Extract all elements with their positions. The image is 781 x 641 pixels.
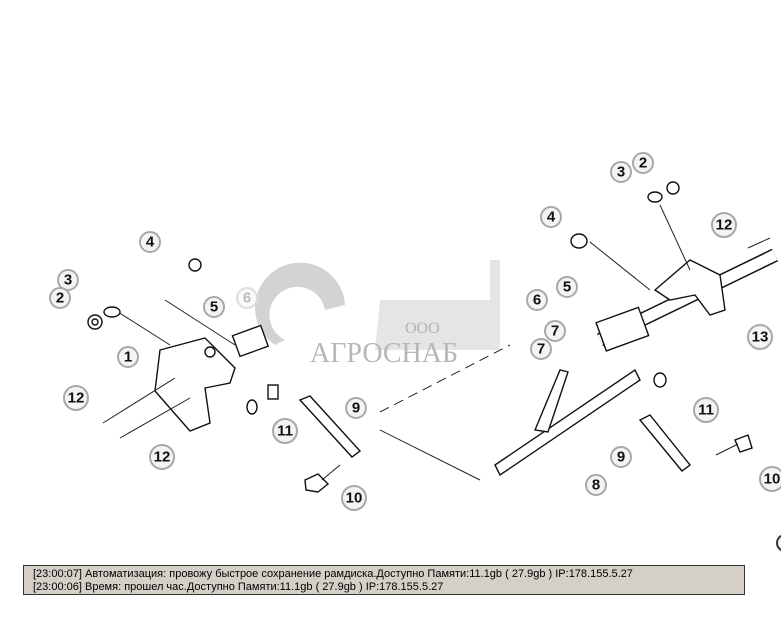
callout-11-right: 11 [693,397,719,423]
left-bracket-assembly [87,258,511,493]
callout-5-right: 5 [556,276,578,298]
partial-callout-edge [776,534,781,552]
callout-9-left: 9 [345,397,367,419]
svg-text:1: 1 [124,349,132,366]
svg-text:13: 13 [752,329,769,346]
svg-text:8: 8 [592,477,600,494]
callout-12-left-b: 12 [149,444,175,470]
svg-text:12: 12 [154,449,171,466]
svg-text:10: 10 [764,471,781,488]
callout-1-left: 1 [117,346,139,368]
svg-text:11: 11 [277,423,293,440]
svg-text:12: 12 [68,390,85,407]
svg-text:2: 2 [639,155,647,172]
callout-6-left: 6 [236,287,258,309]
watermark-brand: АГРОСНАБ [310,338,458,369]
callout-12-right: 12 [711,212,737,238]
callout-4-left: 4 [139,231,161,253]
svg-text:9: 9 [617,449,625,466]
svg-text:12: 12 [716,217,733,234]
callout-7-right-a: 7 [544,320,566,342]
right-frame-assembly [494,181,779,477]
svg-text:10: 10 [346,490,363,507]
svg-text:3: 3 [617,164,625,181]
callout-10-right: 10 [759,466,781,492]
bracket-13 [653,259,726,316]
svg-text:9: 9 [352,400,360,417]
callout-13-right: 13 [747,324,773,350]
callout-6-right: 6 [526,289,548,311]
svg-text:4: 4 [547,209,556,226]
watermark-ooo: ООО [405,320,440,337]
callout-2-right: 2 [632,152,654,174]
svg-text:6: 6 [533,292,541,309]
log-line: [23:00:06] Время: прошел час.Доступно Па… [33,581,444,593]
callout-4-right: 4 [540,206,562,228]
log-line: [23:00:07] Автоматизация: провожу быстро… [33,568,633,580]
svg-text:4: 4 [146,234,155,251]
callout-9-right: 9 [610,446,632,468]
svg-text:11: 11 [698,402,714,419]
svg-text:7: 7 [551,323,559,340]
svg-text:3: 3 [64,272,72,289]
svg-text:2: 2 [56,290,64,307]
status-log: [23:00:07] Автоматизация: провожу быстро… [23,565,745,595]
callout-3-right: 3 [610,161,632,183]
svg-text:5: 5 [210,299,218,316]
callout-10-left: 10 [341,485,367,511]
svg-text:7: 7 [537,341,545,358]
bracket-plate [154,337,236,432]
callout-11-left: 11 [272,418,298,444]
agrosnab-watermark-logo: ООО АГРОСНАБ [255,260,500,369]
callout-8-right: 8 [585,474,607,496]
callout-7-right-b: 7 [530,338,552,360]
callout-3-left: 3 [57,269,79,291]
callout-5-left: 5 [203,296,225,318]
svg-text:5: 5 [563,279,571,296]
svg-text:6: 6 [243,290,251,307]
callout-12-left-a: 12 [63,385,89,411]
callout-2-left: 2 [49,287,71,309]
